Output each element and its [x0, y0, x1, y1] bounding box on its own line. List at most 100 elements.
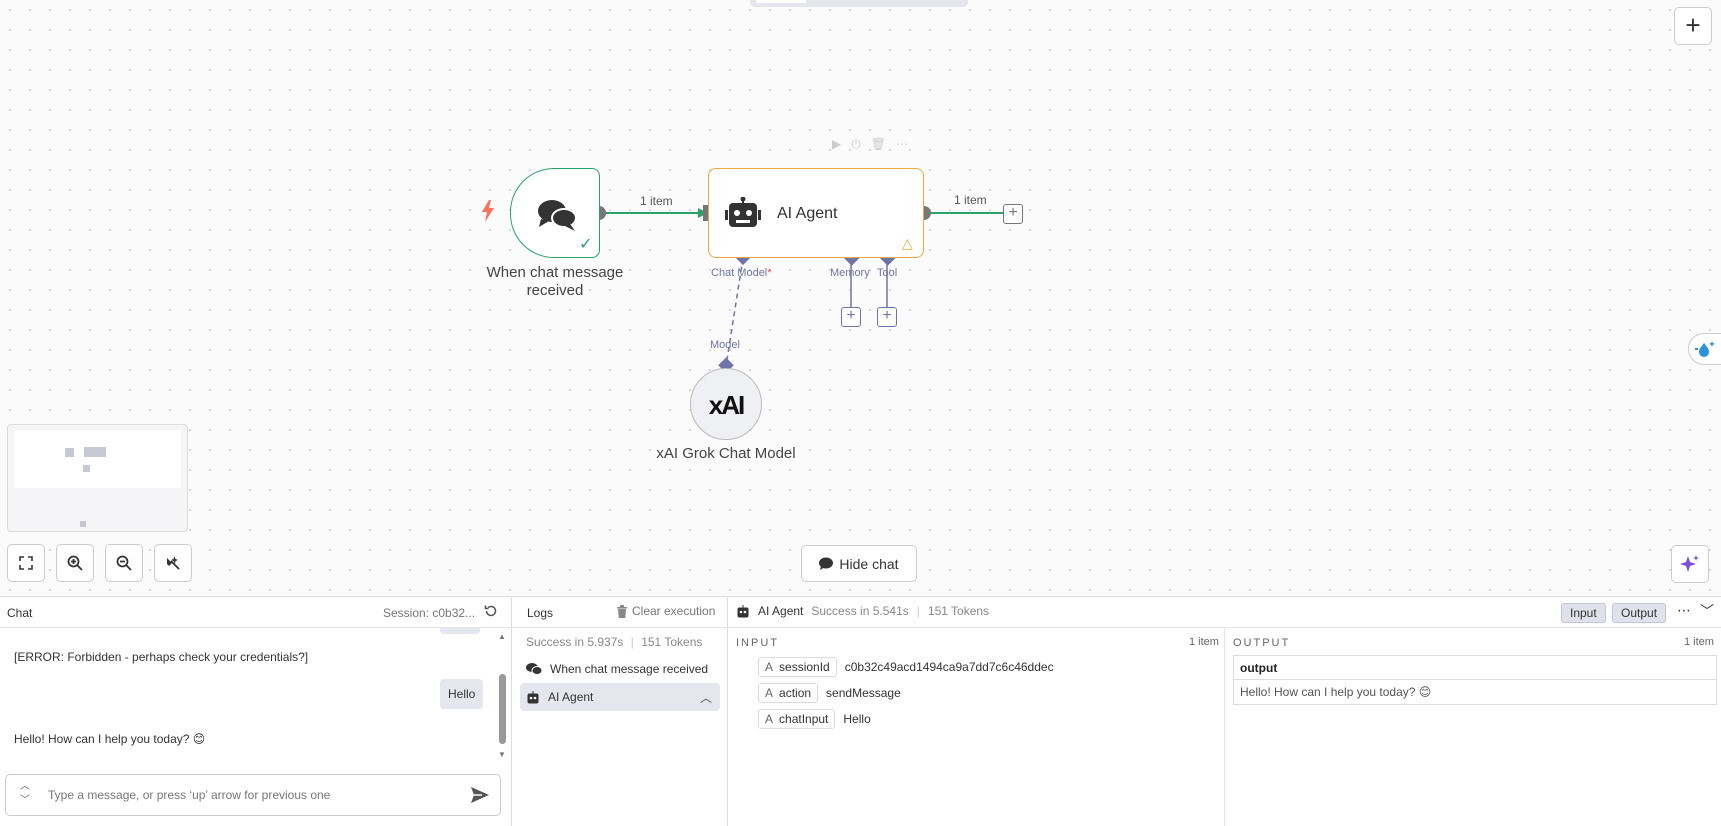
minimap-viewport[interactable] [14, 430, 181, 488]
more-icon[interactable]: ⋯ [895, 137, 908, 151]
clipped-message-bubble [440, 628, 480, 634]
detail-separator: | [916, 604, 920, 618]
scroll-down-arrow-icon[interactable]: ▼ [498, 750, 506, 759]
logs-header-divider [512, 627, 728, 628]
zoom-out-icon [116, 555, 132, 571]
ai-agent-node[interactable]: AI Agent △ [708, 168, 924, 258]
xai-logo-icon: xAI [708, 390, 745, 420]
add-next-node-button[interactable]: + [1003, 204, 1023, 224]
history-arrows-icon[interactable]: ︿﹀ [20, 781, 30, 806]
add-memory-button[interactable]: + [841, 307, 861, 327]
scroll-thumb[interactable] [499, 674, 506, 744]
log-row-chat-trigger[interactable]: When chat message received [520, 655, 720, 683]
chat-bubbles-icon [538, 200, 577, 231]
workflow-canvas[interactable]: + 1 item 1 item + ✓ When chat message re… [0, 0, 1721, 596]
log-row-ai-agent[interactable]: AI Agent ︿ [520, 683, 720, 711]
scroll-up-arrow-icon[interactable]: ▲ [498, 632, 506, 641]
sparkles-icon [1680, 555, 1699, 572]
zoom-in-button[interactable] [56, 544, 94, 582]
robot-icon [725, 197, 761, 227]
chat-model-handle-text: Chat Model [711, 267, 768, 279]
hide-chat-label: Hide chat [839, 555, 899, 572]
chat-header-divider [0, 627, 512, 628]
output-item-count: 1 item [1684, 636, 1714, 648]
chat-panel: Chat Session: c0b32... [ERROR: Forbidden… [0, 597, 512, 826]
string-type-icon: A [765, 686, 774, 700]
trigger-title-line1: When chat message [486, 264, 624, 281]
broom-icon [167, 556, 180, 570]
play-icon[interactable]: ▶ [832, 137, 842, 151]
canvas-top-tab[interactable] [750, 0, 968, 7]
chat-input-box[interactable]: ︿﹀ [5, 774, 501, 816]
output-toggle-button[interactable]: Output [1612, 603, 1667, 623]
logs-summary: Success in 5.937s | 151 Tokens [526, 635, 702, 649]
chat-scrollbar[interactable]: ▲ ▼ [498, 632, 508, 762]
minimap-node [65, 448, 74, 457]
trash-icon [617, 604, 627, 618]
minimap-node [83, 465, 90, 472]
ai-assistant-button[interactable] [1671, 545, 1709, 583]
side-assistant-tab[interactable] [1688, 333, 1721, 365]
input-field-value: Hello [843, 712, 871, 726]
input-toggle-button[interactable]: Input [1561, 603, 1606, 623]
chat-bubble-icon [819, 557, 834, 570]
logs-title: Logs [527, 606, 554, 620]
trigger-node-title: When chat message received [470, 264, 640, 300]
warning-icon[interactable]: △ [902, 235, 913, 251]
detail-status: Success in 5.541s [811, 604, 909, 618]
add-node-button[interactable]: + [1674, 7, 1712, 45]
chat-messages[interactable]: [ERROR: Forbidden - perhaps check your c… [0, 628, 512, 768]
edge-label-trigger-agent: 1 item [640, 194, 673, 208]
send-icon[interactable] [470, 786, 490, 804]
logs-status: Success in 5.937s [526, 635, 624, 649]
chat-trigger-node[interactable]: ✓ [510, 168, 600, 258]
input-field-value: c0b32c49acd1494ca9a7dd7c6c46ddec [844, 660, 1054, 674]
hide-chat-button[interactable]: Hide chat [801, 545, 917, 582]
input-field-value: sendMessage [826, 686, 901, 700]
string-type-icon: A [765, 712, 774, 726]
minimap[interactable] [7, 424, 188, 532]
field-name-text: action [779, 686, 812, 700]
chat-bubbles-icon [526, 663, 542, 675]
trash-icon[interactable]: 🗑 [870, 137, 886, 151]
logs-tokens: 151 Tokens [641, 635, 703, 649]
field-name-text: chatInput [779, 712, 829, 726]
power-icon[interactable]: ⏻ [851, 137, 861, 151]
session-id-label: Session: c0b32... [383, 606, 476, 620]
trigger-bolt-icon [481, 200, 495, 228]
model-node-title: xAI Grok Chat Model [656, 445, 796, 462]
bot-message: Hello! How can I help you today? 😊 [14, 732, 206, 746]
output-section-label: OUTPUT [1233, 637, 1291, 649]
add-tool-button[interactable]: + [877, 307, 897, 327]
minimap-node [80, 521, 86, 527]
clear-execution-button[interactable]: Clear execution [616, 604, 715, 618]
input-section-label: INPUT [736, 637, 779, 649]
output-table: output Hello! How can I help you today? … [1233, 655, 1717, 705]
xai-grok-model-node[interactable]: xAI [690, 368, 762, 440]
more-options-icon[interactable]: ⋯ [1677, 602, 1691, 618]
fit-view-button[interactable] [7, 544, 45, 582]
string-type-icon: A [765, 660, 774, 674]
detail-header: AI Agent Success in 5.541s | 151 Tokens [736, 604, 989, 618]
detail-header-divider [728, 627, 1721, 628]
tidy-up-button[interactable] [154, 544, 192, 582]
success-check-icon: ✓ [579, 236, 593, 253]
zoom-out-button[interactable] [105, 544, 143, 582]
trigger-title-line2: received [526, 282, 584, 299]
reset-session-icon[interactable] [484, 604, 498, 618]
bot-message: [ERROR: Forbidden - perhaps check your c… [14, 650, 309, 664]
memory-handle-label: Memory [830, 267, 870, 279]
detail-node-name: AI Agent [758, 604, 804, 618]
ai-agent-label: AI Agent [777, 205, 838, 222]
model-handle-label: Model [710, 339, 740, 351]
logs-panel: Logs Clear execution Success in 5.937s |… [512, 597, 728, 826]
chat-message-input[interactable] [48, 785, 448, 805]
collapse-panel-chevron-icon[interactable]: ﹀ [1700, 603, 1714, 619]
output-table-cell: Hello! How can I help you today? 😊 [1240, 685, 1432, 699]
collapse-chevron-icon[interactable]: ︿ [699, 690, 712, 705]
